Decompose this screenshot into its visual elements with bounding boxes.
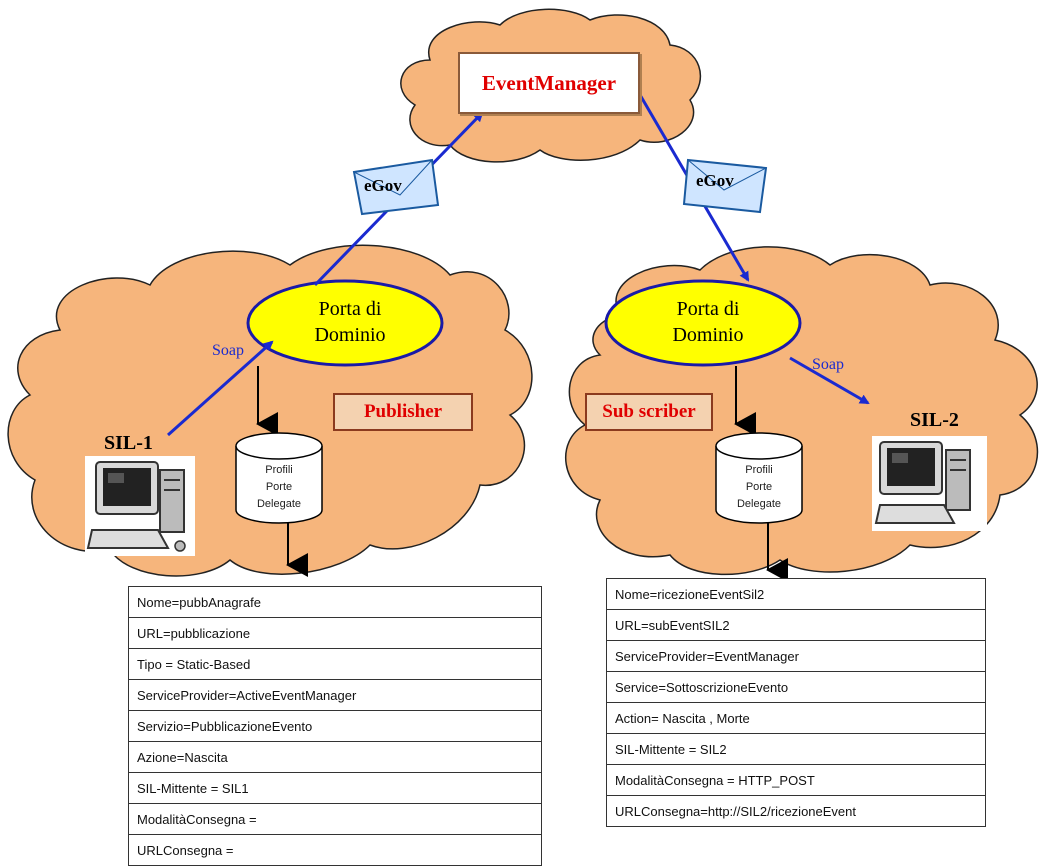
table-row: URL=subEventSIL2 (606, 609, 986, 641)
porta-di-dominio-right-label: Porta di Dominio (628, 296, 788, 348)
porta-left-line2: Dominio (314, 324, 386, 346)
subscriber-label: Sub scriber (602, 401, 696, 422)
database-left-icon (235, 432, 323, 524)
egov-envelope-right-icon (682, 158, 768, 214)
porta-right-line1: Porta di (676, 298, 740, 320)
sil1-label: SIL-1 (104, 432, 153, 454)
computer-sil2-icon (872, 436, 987, 531)
table-row: URLConsegna = (128, 834, 542, 866)
table-row: Service=SottoscrizioneEvento (606, 671, 986, 703)
db-left-line1: Profili (265, 464, 293, 476)
table-cell: URLConsegna = (128, 834, 542, 866)
event-manager-box: EventManager (458, 52, 640, 114)
db-right-line3: Delegate (736, 498, 782, 510)
event-manager-label: EventManager (481, 70, 617, 95)
table-cell: SIL-Mittente = SIL1 (128, 772, 542, 804)
table-cell: Azione=Nascita (128, 741, 542, 773)
porta-left-line1: Porta di (318, 298, 382, 320)
table-cell: ServiceProvider=EventManager (606, 640, 986, 672)
table-row: Azione=Nascita (128, 741, 542, 773)
soap-label-right: Soap (812, 356, 844, 373)
sil2-label: SIL-2 (910, 409, 959, 431)
table-row: SIL-Mittente = SIL1 (128, 772, 542, 804)
table-row: URL=pubblicazione (128, 617, 542, 649)
table-row: Nome=pubbAnagrafe (128, 586, 542, 618)
egov-envelope-left-icon (352, 158, 440, 216)
db-left-line2: Porte (265, 481, 293, 493)
porta-di-dominio-left-ellipse (246, 279, 444, 367)
table-row: ServiceProvider=EventManager (606, 640, 986, 672)
porta-di-dominio-left-label: Porta di Dominio (270, 296, 430, 348)
computer-sil1-icon (85, 456, 195, 556)
database-right-icon (715, 432, 803, 524)
publisher-label: Publisher (363, 401, 443, 422)
table-row: Nome=ricezioneEventSil2 (606, 578, 986, 610)
porta-right-line2: Dominio (672, 324, 744, 346)
db-right-line2: Porte (745, 481, 773, 493)
table-row: ModalitàConsegna = (128, 803, 542, 835)
table-row: Tipo = Static-Based (128, 648, 542, 680)
subscriber-box: Sub scriber (585, 393, 713, 431)
table-cell: Tipo = Static-Based (128, 648, 542, 680)
table-cell: URL=pubblicazione (128, 617, 542, 649)
table-cell: URL=subEventSIL2 (606, 609, 986, 641)
table-cell: URLConsegna=http://SIL2/ricezioneEvent (606, 795, 986, 827)
db-right-label: Profili Porte Delegate (719, 462, 799, 513)
porta-di-dominio-right-ellipse (604, 279, 802, 367)
table-row: SIL-Mittente = SIL2 (606, 733, 986, 765)
db-left-label: Profili Porte Delegate (239, 462, 319, 513)
egov-label-right: eGov (696, 171, 734, 190)
subscriber-properties-table: Nome=ricezioneEventSil2 URL=subEventSIL2… (606, 578, 986, 827)
table-cell: Servizio=PubblicazioneEvento (128, 710, 542, 742)
table-row: Action= Nascita , Morte (606, 702, 986, 734)
db-left-line3: Delegate (256, 498, 302, 510)
egov-label-left: eGov (364, 176, 402, 195)
table-cell: Service=SottoscrizioneEvento (606, 671, 986, 703)
table-cell: Nome=pubbAnagrafe (128, 586, 542, 618)
db-right-line1: Profili (745, 464, 773, 476)
table-row: Servizio=PubblicazioneEvento (128, 710, 542, 742)
table-cell: ModalitàConsegna = (128, 803, 542, 835)
table-cell: Action= Nascita , Morte (606, 702, 986, 734)
publisher-box: Publisher (333, 393, 473, 431)
table-row: ServiceProvider=ActiveEventManager (128, 679, 542, 711)
publisher-properties-table: Nome=pubbAnagrafe URL=pubblicazione Tipo… (128, 586, 542, 866)
arrow-sil1-to-porta-left (167, 340, 274, 437)
soap-label-left: Soap (212, 342, 244, 359)
arrow-porta-right-to-sil2 (789, 356, 870, 405)
table-row: ModalitàConsegna = HTTP_POST (606, 764, 986, 796)
table-cell: ModalitàConsegna = HTTP_POST (606, 764, 986, 796)
table-cell: ServiceProvider=ActiveEventManager (128, 679, 542, 711)
table-cell: SIL-Mittente = SIL2 (606, 733, 986, 765)
table-row: URLConsegna=http://SIL2/ricezioneEvent (606, 795, 986, 827)
table-cell: Nome=ricezioneEventSil2 (606, 578, 986, 610)
